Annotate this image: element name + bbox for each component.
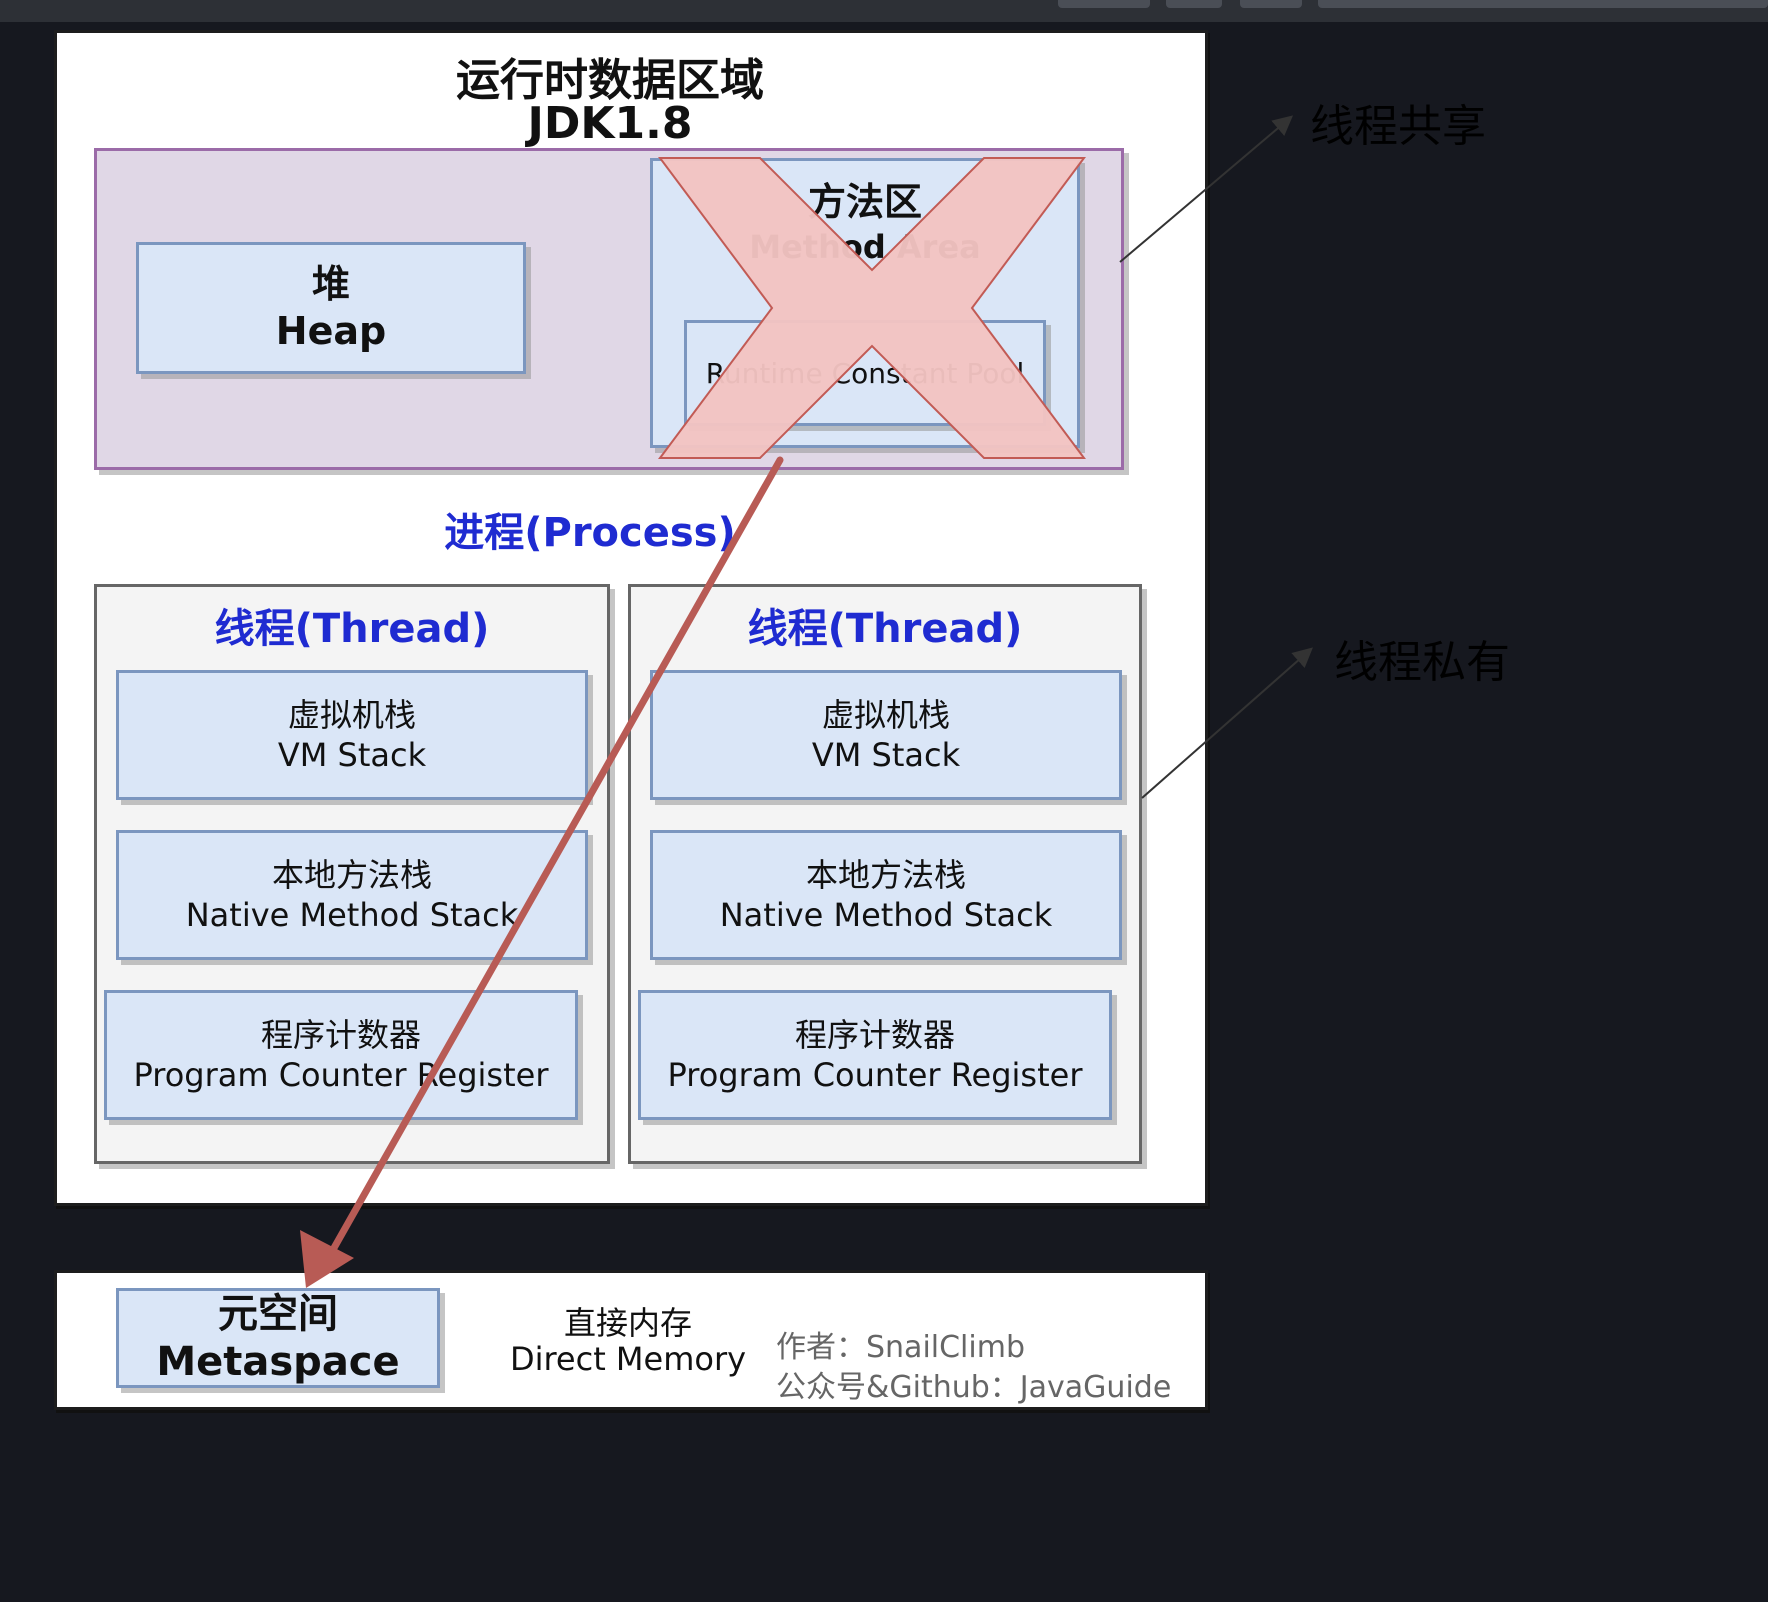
vm-stack-label-en-1: VM Stack [277,736,427,774]
method-area-label-zh: 方法区 [807,180,922,224]
vm-stack-label-zh-2: 虚拟机栈 [821,696,950,734]
native-method-stack-label-en-1: Native Method Stack [185,896,519,934]
author-credit: 作者：SnailClimb [776,1330,1025,1365]
heap-box: 堆 Heap [136,242,526,374]
native-method-stack-label-zh-2: 本地方法栈 [805,856,966,894]
top-bar-tab [1240,0,1302,8]
top-bar-tab [1318,0,1768,8]
diagram-subtitle: JDK1.8 [527,98,693,149]
native-method-stack-box-2: 本地方法栈 Native Method Stack [650,830,1122,960]
native-method-stack-label-en-2: Native Method Stack [719,896,1053,934]
vm-stack-box-1: 虚拟机栈 VM Stack [116,670,588,800]
thread-private-label: 线程私有 [1334,637,1510,688]
thread-label-1: 线程(Thread) [214,606,490,652]
vm-stack-box-2: 虚拟机栈 VM Stack [650,670,1122,800]
removed-cross-icon [658,157,1086,459]
metaspace-box: 元空间 Metaspace [116,1288,440,1388]
thread-shared-label: 线程共享 [1310,101,1486,152]
vm-stack-label-zh-1: 虚拟机栈 [287,696,416,734]
native-method-stack-label-zh-1: 本地方法栈 [271,856,432,894]
top-bar-tab [1058,0,1150,8]
process-label: 进程(Process) [444,510,736,556]
program-counter-label-en-1: Program Counter Register [133,1056,549,1094]
metaspace-label-zh: 元空间 [218,1291,338,1337]
program-counter-box-1: 程序计数器 Program Counter Register [104,990,578,1120]
program-counter-label-zh-2: 程序计数器 [794,1016,955,1054]
heap-label-en: Heap [275,309,387,353]
program-counter-box-2: 程序计数器 Program Counter Register [638,990,1112,1120]
thread-label-2: 线程(Thread) [747,606,1023,652]
program-counter-label-zh-1: 程序计数器 [260,1016,421,1054]
metaspace-label-en: Metaspace [156,1339,400,1385]
direct-memory-label-zh: 直接内存 [563,1304,692,1342]
top-bar [0,0,1768,22]
heap-label-zh: 堆 [311,261,350,306]
direct-memory-label-en: Direct Memory [509,1340,747,1378]
thread-shared-connector [1119,115,1294,263]
diagram-title: 运行时数据区域 [456,55,764,106]
account-credit: 公众号&Github：JavaGuide [776,1370,1172,1405]
vm-stack-label-en-2: VM Stack [811,736,961,774]
program-counter-label-en-2: Program Counter Register [667,1056,1083,1094]
metaspace-arrow-head [300,1230,354,1288]
thread-private-connector [1141,647,1314,799]
metaspace-arrow-shaft [326,456,784,1259]
top-bar-tab [1166,0,1222,8]
